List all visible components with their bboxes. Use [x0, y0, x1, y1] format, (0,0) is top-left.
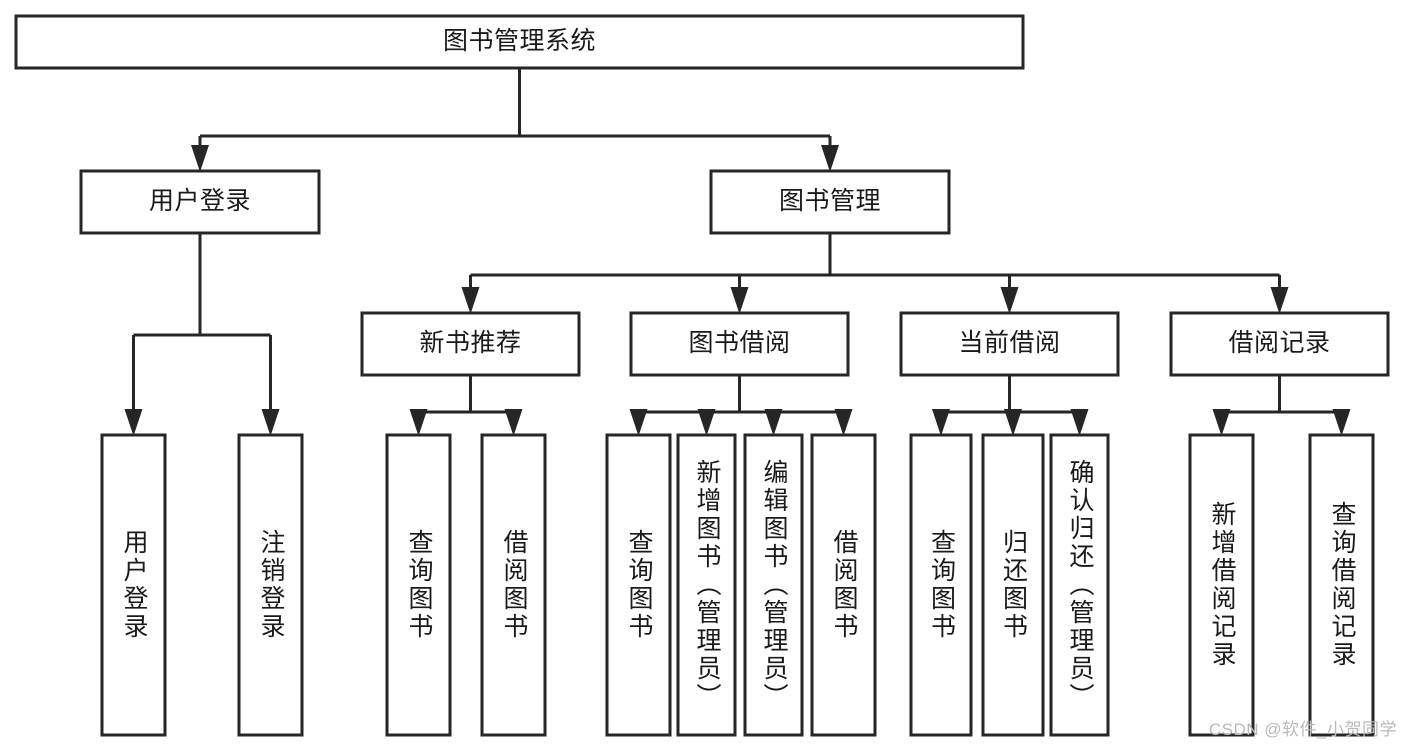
node-root[interactable] [16, 16, 1023, 68]
node-leaf-query-book-3[interactable] [911, 435, 971, 735]
node-book-manage[interactable] [711, 171, 949, 233]
arrow-head-icon [1000, 287, 1019, 314]
arrow-head-icon [629, 409, 648, 436]
node-box-leaf-query-book-2[interactable] [605, 433, 672, 737]
arrow-head-icon [821, 145, 839, 172]
node-box-leaf-user-logout[interactable] [237, 433, 304, 737]
node-box-leaf-query-record[interactable] [1308, 433, 1375, 737]
arrow-head-icon [1270, 287, 1289, 314]
node-box-leaf-confirm-return[interactable] [1049, 433, 1110, 737]
arrow-head-icon [409, 409, 428, 436]
arrow-head-icon [461, 287, 480, 314]
arrow-head-icon [124, 409, 143, 436]
node-leaf-borrow-book-1[interactable] [482, 435, 545, 735]
node-box-current-borrow[interactable] [899, 311, 1120, 377]
arrow-head-icon [730, 287, 749, 314]
node-box-leaf-edit-book[interactable] [743, 433, 804, 737]
node-box-book-borrow[interactable] [629, 311, 850, 377]
edges-layer [124, 68, 1351, 436]
node-borrow-record[interactable] [1171, 313, 1388, 375]
node-box-root[interactable] [14, 14, 1025, 70]
arrow-head-icon [1332, 409, 1351, 436]
node-leaf-return-book[interactable] [983, 435, 1043, 735]
node-leaf-user-login[interactable] [102, 435, 165, 735]
arrow-head-icon [1004, 409, 1022, 436]
node-current-borrow[interactable] [901, 313, 1118, 375]
nodes-layer [14, 14, 1390, 737]
arrow-head-icon [1070, 409, 1089, 436]
arrow-head-icon [261, 409, 280, 436]
node-box-borrow-record[interactable] [1169, 311, 1390, 377]
arrow-head-icon [697, 409, 716, 436]
node-box-new-book-rec[interactable] [360, 311, 581, 377]
node-book-borrow[interactable] [631, 313, 848, 375]
arrow-head-icon [504, 409, 523, 436]
node-leaf-confirm-return[interactable] [1051, 435, 1108, 735]
node-leaf-borrow-book-2[interactable] [812, 435, 875, 735]
node-box-leaf-query-book-1[interactable] [385, 433, 452, 737]
node-leaf-query-book-1[interactable] [387, 435, 450, 735]
node-box-leaf-borrow-book-2[interactable] [810, 433, 877, 737]
node-leaf-edit-book[interactable] [745, 435, 802, 735]
node-new-book-rec[interactable] [362, 313, 579, 375]
arrow-head-icon [1212, 409, 1231, 436]
node-box-leaf-add-record[interactable] [1188, 433, 1255, 737]
node-box-leaf-query-book-3[interactable] [909, 433, 973, 737]
node-leaf-user-logout[interactable] [239, 435, 302, 735]
node-leaf-query-record[interactable] [1310, 435, 1373, 735]
arrow-head-icon [764, 409, 783, 436]
node-box-leaf-borrow-book-1[interactable] [480, 433, 547, 737]
node-leaf-add-book[interactable] [678, 435, 735, 735]
node-box-user-login[interactable] [79, 169, 321, 235]
node-leaf-add-record[interactable] [1190, 435, 1253, 735]
node-box-leaf-return-book[interactable] [981, 433, 1045, 737]
node-leaf-query-book-2[interactable] [607, 435, 670, 735]
node-box-leaf-user-login[interactable] [100, 433, 167, 737]
arrow-head-icon [191, 145, 209, 172]
node-user-login[interactable] [81, 171, 319, 233]
csdn-watermark: CSDN @软件_小贺同学 [1208, 720, 1397, 739]
arrow-head-icon [932, 409, 950, 436]
node-box-book-manage[interactable] [709, 169, 951, 235]
arrow-head-icon [834, 409, 853, 436]
node-box-leaf-add-book[interactable] [676, 433, 737, 737]
